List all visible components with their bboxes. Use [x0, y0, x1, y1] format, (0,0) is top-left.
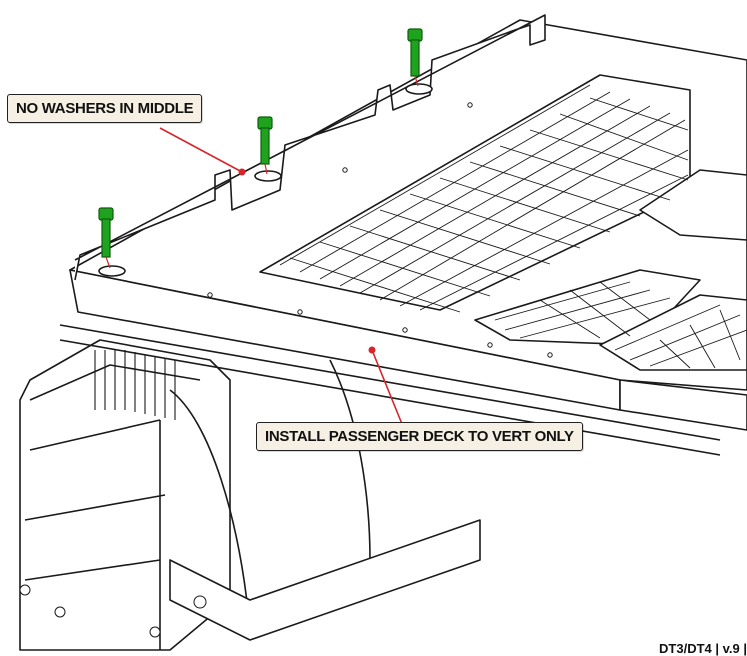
- callout-install-deck: INSTALL PASSENGER DECK TO VERT ONLY: [256, 422, 583, 451]
- line-art: [19, 14, 747, 651]
- deck-rail: [74, 14, 546, 281]
- callout-no-washers: NO WASHERS IN MIDDLE: [7, 94, 203, 123]
- hole-middle: [254, 170, 282, 182]
- side-fins: [94, 350, 176, 420]
- leader-lines: [159, 127, 403, 425]
- document-footer: DT3/DT4 | v.9 |: [659, 641, 747, 656]
- leader-deck: [371, 349, 403, 425]
- bolt-rear: [407, 28, 423, 87]
- side-bracket-inner: [24, 364, 201, 650]
- leader-washers: [159, 127, 243, 173]
- grid-panel-small: [639, 169, 747, 241]
- green-bolt-icon: [98, 207, 114, 221]
- bolt-middle: [257, 116, 273, 175]
- green-bolt-icon: [407, 28, 423, 42]
- base-rail: [169, 519, 481, 641]
- arch-support: [169, 359, 371, 631]
- bolt-front: [98, 207, 114, 269]
- deck-right-flange: [619, 379, 747, 431]
- green-bolt-icon: [257, 116, 273, 130]
- hole-front: [98, 265, 126, 277]
- hole-rear: [405, 83, 433, 95]
- grid-cells: [279, 84, 747, 369]
- grid-panel-far-right: [599, 294, 747, 371]
- deck-dots: [19, 102, 553, 638]
